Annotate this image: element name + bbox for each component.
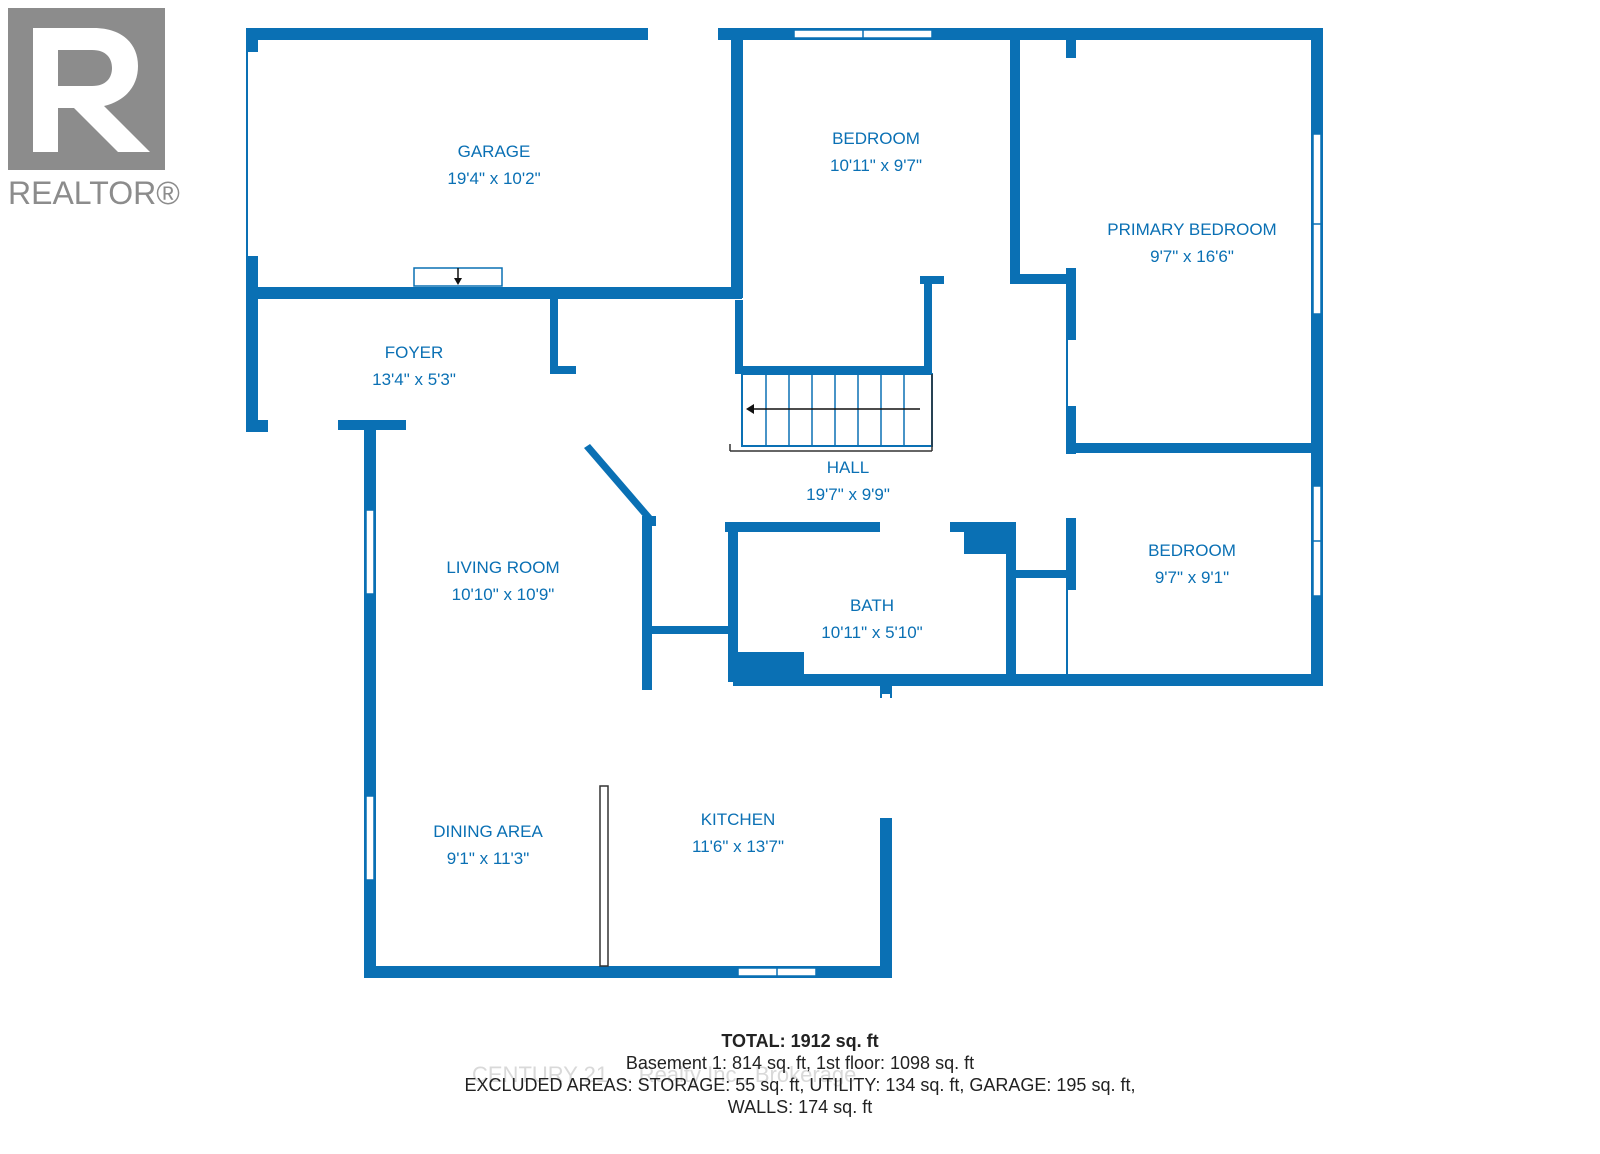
stairs: [729, 373, 933, 452]
room-dims: 10'11" x 9'7": [830, 156, 922, 175]
area-summary: TOTAL: 1912 sq. ft Basement 1: 814 sq. f…: [300, 1030, 1300, 1118]
room-dims: 9'7" x 9'1": [1155, 568, 1229, 587]
room-name: GARAGE: [458, 142, 531, 161]
room-dims: 10'11" x 5'10": [821, 623, 922, 642]
realtor-logo: REALTOR®: [8, 8, 180, 211]
room-dims: 11'6" x 13'7": [692, 837, 784, 856]
room-dining-area: DINING AREA 9'1" x 11'3": [433, 822, 543, 868]
room-bedroom-top: BEDROOM 10'11" x 9'7": [830, 129, 922, 175]
room-name: LIVING ROOM: [446, 558, 559, 577]
floor-areas: Basement 1: 814 sq. ft, 1st floor: 1098 …: [625, 1053, 975, 1073]
realtor-logo-text: REALTOR®: [8, 175, 180, 211]
room-hall: HALL 19'7" x 9'9": [806, 458, 890, 504]
excluded-areas: EXCLUDED AREAS: STORAGE: 55 sq. ft, UTIL…: [464, 1075, 1136, 1095]
room-dims: 13'4" x 5'3": [372, 370, 456, 389]
room-name: BEDROOM: [832, 129, 920, 148]
room-garage: GARAGE 19'4" x 10'2": [447, 142, 540, 188]
walls: [246, 28, 1323, 978]
windows: [248, 28, 1322, 977]
room-kitchen: KITCHEN 11'6" x 13'7": [692, 810, 784, 856]
room-name: BEDROOM: [1148, 541, 1236, 560]
garage-door: [413, 267, 503, 287]
room-dims: 19'7" x 9'9": [806, 485, 890, 504]
watermark: CENTURY 21 ... Realty Inc., Brokerage: [472, 1062, 856, 1087]
room-bath: BATH 10'11" x 5'10": [821, 596, 922, 642]
walls-area: WALLS: 174 sq. ft: [727, 1097, 873, 1117]
room-dims: 9'7" x 16'6": [1150, 247, 1234, 266]
room-name: BATH: [850, 596, 894, 615]
room-dims: 9'1" x 11'3": [447, 849, 530, 868]
room-dims: 19'4" x 10'2": [447, 169, 540, 188]
room-living-room: LIVING ROOM 10'10" x 10'9": [446, 558, 559, 604]
room-name: DINING AREA: [433, 822, 543, 841]
room-name: FOYER: [385, 343, 444, 362]
room-bedroom-right: BEDROOM 9'7" x 9'1": [1148, 541, 1236, 587]
room-name: HALL: [827, 458, 870, 477]
room-primary-bedroom: PRIMARY BEDROOM 9'7" x 16'6": [1107, 220, 1276, 266]
total-area: TOTAL: 1912 sq. ft: [721, 1031, 879, 1051]
room-name: KITCHEN: [701, 810, 776, 829]
room-name: PRIMARY BEDROOM: [1107, 220, 1276, 239]
room-foyer: FOYER 13'4" x 5'3": [372, 343, 456, 389]
room-dims: 10'10" x 10'9": [452, 585, 555, 604]
counter: [599, 785, 609, 967]
